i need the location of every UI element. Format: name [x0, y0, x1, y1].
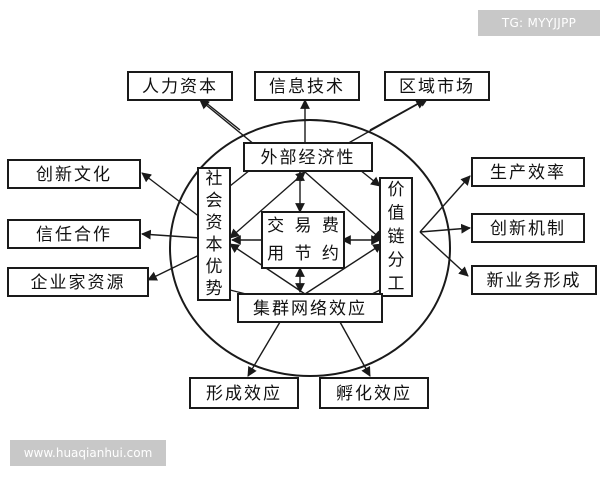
- node-label: 形成效应: [206, 384, 282, 404]
- edge-value-newbiz: [419, 231, 469, 277]
- node-label: 信任合作: [36, 225, 112, 245]
- node-box: [189, 377, 299, 409]
- node-box: [237, 293, 383, 323]
- node-label-char: 值: [388, 203, 405, 223]
- node-label-char: 会: [206, 191, 223, 211]
- edge-diag-1: [229, 171, 306, 239]
- node-box: [7, 159, 141, 189]
- node-box: [243, 142, 373, 172]
- node-box: [471, 265, 597, 295]
- node-label: 生产效率: [490, 163, 566, 183]
- node-label-char: 用: [267, 244, 284, 264]
- edge-external-value: [359, 169, 381, 187]
- node-box: [7, 219, 141, 249]
- node-label: 区域市场: [399, 77, 475, 97]
- node-label: 创新文化: [36, 165, 112, 185]
- edge-value-prod: [419, 175, 471, 233]
- node-innov-culture: 创新文化: [7, 159, 141, 189]
- node-label-char: 工: [388, 274, 405, 294]
- node-info: 信息技术: [254, 71, 360, 101]
- node-label-char: 易: [295, 216, 312, 236]
- node-prod: 生产效率: [471, 157, 585, 187]
- node-label: 集群网络效应: [253, 299, 367, 319]
- edge-network-incubation: [339, 321, 371, 377]
- edge-external-human: [199, 99, 256, 146]
- node-trans: 交易费用节约: [261, 211, 345, 269]
- node-label: 外部经济性: [261, 148, 356, 168]
- node-box: [471, 157, 585, 187]
- node-label-char: 节: [295, 244, 312, 264]
- node-network: 集群网络效应: [237, 293, 383, 323]
- node-label-char: 本: [206, 235, 223, 255]
- node-external: 外部经济性: [243, 142, 373, 172]
- node-label-char: 社: [206, 169, 223, 189]
- node-formation: 形成效应: [189, 377, 299, 409]
- watermark-bottom: www.huaqianhui.com: [10, 440, 166, 466]
- node-label-char: 分: [388, 251, 405, 271]
- edge-network-formation: [247, 321, 281, 377]
- node-label: 创新机制: [490, 219, 566, 239]
- cluster-ellipse: [169, 119, 451, 377]
- node-human: 人力资本: [127, 71, 233, 101]
- node-label: 新业务形成: [487, 271, 582, 291]
- node-box: [127, 71, 233, 101]
- edge-diag-2: [304, 171, 383, 241]
- node-label-char: 费: [322, 216, 339, 236]
- node-innov-mech: 创新机制: [471, 213, 585, 243]
- node-label-char: 资: [206, 213, 223, 233]
- edge-external-social: [229, 169, 251, 187]
- node-box: [384, 71, 490, 101]
- node-trust: 信任合作: [7, 219, 141, 249]
- node-newbiz: 新业务形成: [471, 265, 597, 295]
- edge-ellipse-region: [369, 97, 429, 131]
- node-box: [7, 267, 149, 297]
- node-label-char: 约: [322, 244, 339, 264]
- node-label: 企业家资源: [31, 273, 126, 293]
- node-box: [319, 377, 429, 409]
- node-label: 人力资本: [142, 77, 218, 97]
- node-label-char: 链: [388, 227, 405, 247]
- node-label-char: 势: [206, 279, 223, 299]
- node-region: 区域市场: [384, 71, 490, 101]
- node-label: 信息技术: [269, 77, 345, 97]
- node-box: [261, 211, 345, 269]
- node-box: [471, 213, 585, 243]
- node-box: [197, 167, 231, 301]
- node-box: [254, 71, 360, 101]
- node-box: [379, 177, 413, 297]
- node-incubation: 孵化效应: [319, 377, 429, 409]
- watermark-top: TG: MYYJJPP: [478, 10, 600, 36]
- node-label-char: 价: [388, 180, 405, 200]
- node-label-char: 优: [206, 257, 223, 277]
- edge-ellipse-human: [199, 97, 241, 131]
- node-entre: 企业家资源: [7, 267, 149, 297]
- edge-value-innov-mech: [419, 223, 471, 234]
- node-label-char: 交: [267, 216, 284, 236]
- node-label: 孵化效应: [336, 384, 412, 404]
